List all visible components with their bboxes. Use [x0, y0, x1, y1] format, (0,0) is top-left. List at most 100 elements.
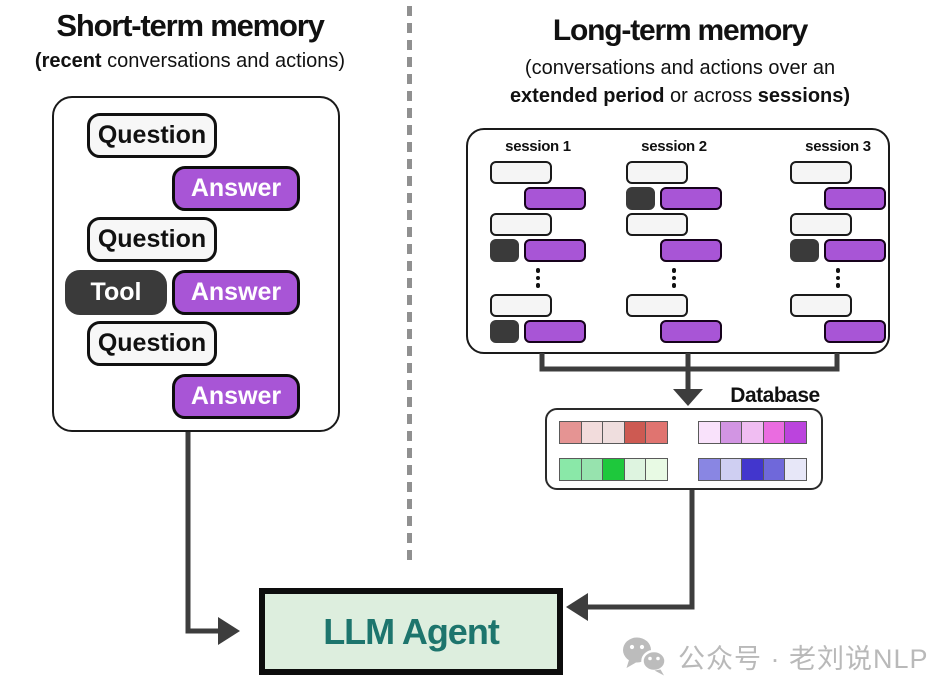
- color-swatch: [623, 421, 647, 444]
- session-row: [790, 320, 886, 343]
- shortterm-to-agent-line: [185, 432, 218, 634]
- answer-pill: Answer: [172, 270, 300, 315]
- ellipsis-dot: [535, 268, 541, 273]
- user-message-chip: [626, 294, 688, 317]
- long-term-title: Long-term memory: [552, 14, 808, 47]
- sessions-bracket-line: [539, 353, 840, 372]
- tool-call-chip: [626, 187, 655, 210]
- ellipsis-dot: [671, 275, 677, 281]
- session-1-label: session 1: [505, 138, 571, 155]
- tool-call-chip: [490, 320, 519, 343]
- color-swatch: [719, 421, 743, 444]
- color-swatch: [784, 421, 807, 444]
- subtitle-line2: extended period or across sessions): [455, 83, 905, 111]
- ellipsis-dot: [671, 268, 677, 273]
- color-swatch: [602, 458, 625, 481]
- session-row: [626, 320, 722, 343]
- swatch-group-blues: [698, 458, 807, 481]
- subtitle-bold-sessions: sessions): [757, 84, 851, 107]
- session-row: [790, 294, 886, 317]
- down-arrowhead-icon: [673, 389, 703, 406]
- session-2-label: session 2: [641, 138, 707, 155]
- ellipsis: [790, 265, 886, 291]
- database-to-agent-line: [588, 490, 695, 610]
- tool-call-chip: [790, 239, 819, 262]
- session-3-label: session 3: [805, 138, 871, 155]
- tool-call-chip: [490, 239, 519, 262]
- user-message-chip: [790, 213, 852, 236]
- subtitle-line1: (conversations and actions over an: [524, 57, 836, 79]
- answer-pill: Answer: [172, 166, 300, 211]
- session-row: [490, 187, 586, 210]
- left-arrowhead-icon: [566, 593, 588, 621]
- wechat-icon: [623, 637, 667, 676]
- ellipsis-dot: [835, 283, 841, 288]
- session-row: [790, 161, 886, 184]
- assistant-message-chip: [660, 239, 722, 262]
- short-term-title: Short-term memory: [56, 8, 324, 43]
- long-term-subtitle: (conversations and actions over an exten…: [455, 55, 905, 110]
- dashed-divider: [407, 6, 412, 566]
- session-row: [490, 320, 586, 343]
- assistant-message-chip: [660, 187, 722, 210]
- color-swatch: [741, 421, 764, 444]
- ellipsis-dot: [535, 283, 541, 288]
- llm-agent-label: LLM Agent: [323, 610, 500, 652]
- ellipsis-dot: [835, 268, 841, 273]
- llm-agent-box: LLM Agent: [259, 588, 563, 675]
- subtitle-bold-extended: extended period: [509, 84, 665, 107]
- session-row: [790, 239, 886, 262]
- color-swatch: [623, 458, 647, 481]
- session-row: [490, 294, 586, 317]
- user-message-chip: [490, 294, 552, 317]
- ellipsis-dot: [535, 275, 541, 281]
- tool-pill: Tool: [65, 270, 167, 315]
- ellipsis: [626, 265, 722, 291]
- color-swatch: [580, 458, 604, 481]
- session-row: [490, 239, 586, 262]
- session-row: [626, 161, 722, 184]
- session-row: [626, 294, 722, 317]
- color-swatch: [645, 421, 668, 444]
- user-message-chip: [626, 161, 688, 184]
- user-message-chip: [790, 294, 852, 317]
- color-swatch: [741, 458, 764, 481]
- short-term-memory-box: Question Answer Question Tool Answer Que…: [52, 96, 340, 432]
- assistant-message-chip: [824, 239, 886, 262]
- color-swatch: [762, 421, 786, 444]
- color-swatch: [698, 458, 721, 481]
- assistant-message-chip: [524, 320, 586, 343]
- user-message-chip: [490, 161, 552, 184]
- assistant-message-chip: [824, 320, 886, 343]
- watermark: 公众号 · 老刘说NLP: [622, 636, 929, 676]
- color-swatch: [602, 421, 625, 444]
- assistant-message-chip: [824, 187, 886, 210]
- subtitle-bold-text: (recent: [34, 50, 102, 72]
- right-arrowhead-icon: [218, 617, 240, 645]
- question-pill: Question: [87, 217, 217, 262]
- answer-pill: Answer: [172, 374, 300, 419]
- color-swatch: [762, 458, 786, 481]
- color-swatch: [719, 458, 743, 481]
- long-term-memory-box: session 1 session 2 session 3: [466, 128, 890, 354]
- color-swatch: [559, 421, 582, 444]
- question-pill: Question: [87, 113, 217, 158]
- swatch-group-greens: [559, 458, 668, 481]
- user-message-chip: [626, 213, 688, 236]
- swatch-group-reds: [559, 421, 668, 444]
- color-swatch: [580, 421, 604, 444]
- user-message-chip: [790, 161, 852, 184]
- database-box: [545, 408, 823, 490]
- ellipsis-dot: [835, 275, 841, 281]
- assistant-message-chip: [524, 187, 586, 210]
- session-3-column: session 3: [790, 138, 886, 346]
- session-2-column: session 2: [626, 138, 722, 346]
- session-row: [490, 161, 586, 184]
- session-row: [790, 187, 886, 210]
- short-term-subtitle: (recent conversations and actions): [5, 50, 375, 73]
- session-row: [490, 213, 586, 236]
- session-1-column: session 1: [490, 138, 586, 346]
- subtitle-rest-text: conversations and actions): [101, 50, 346, 72]
- question-pill: Question: [87, 321, 217, 366]
